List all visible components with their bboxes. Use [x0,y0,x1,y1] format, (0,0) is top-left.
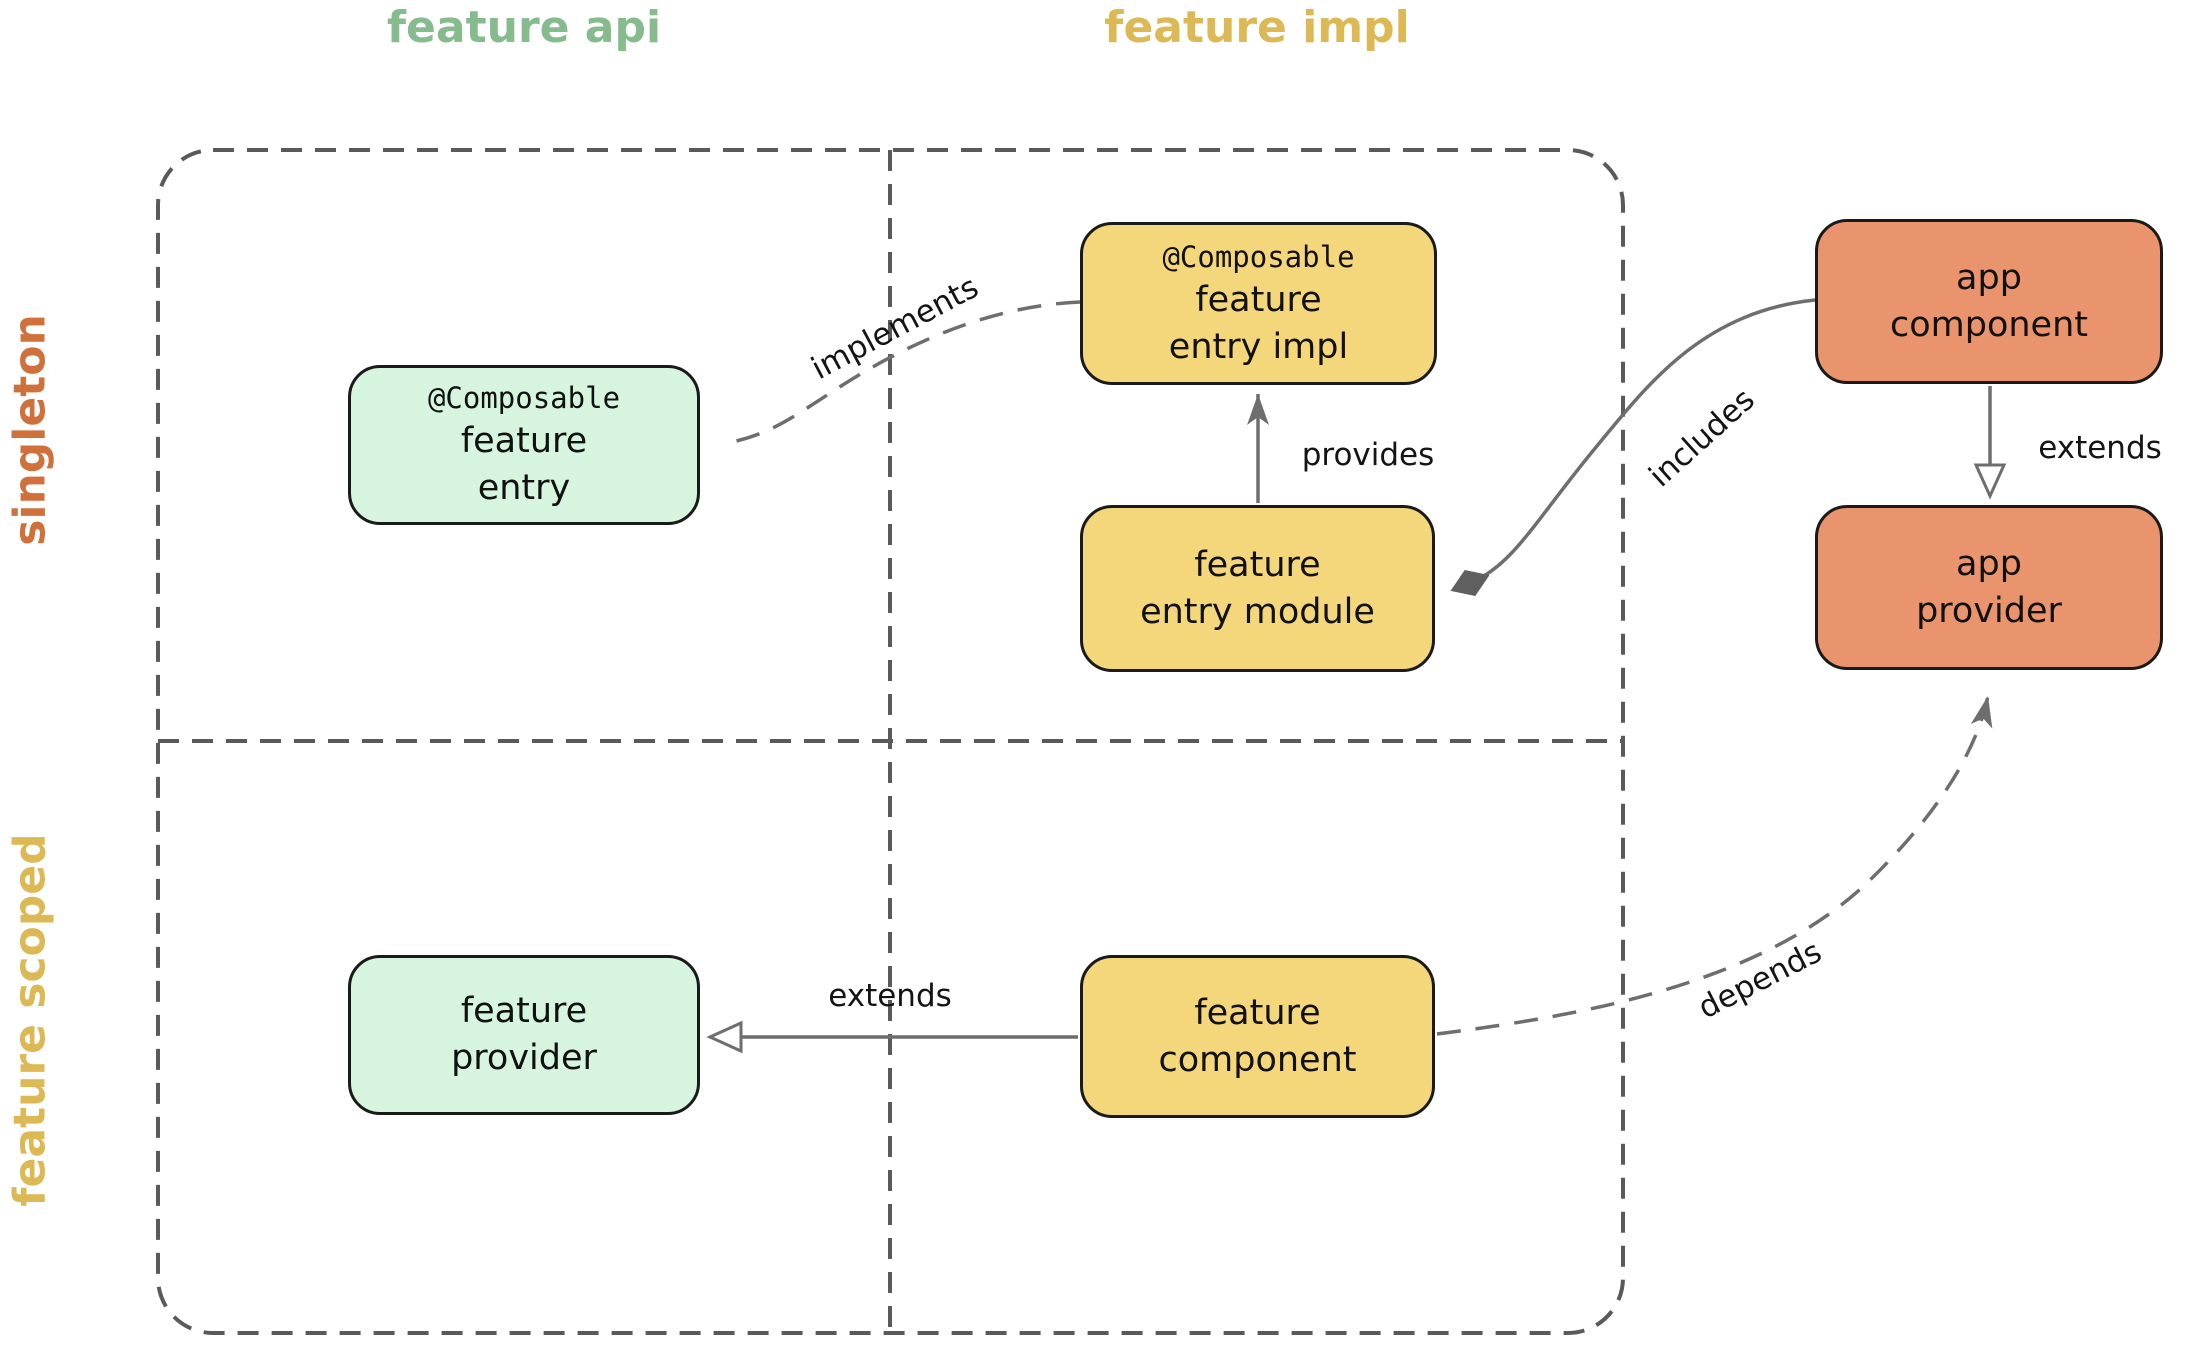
node-label: entry impl [1168,326,1349,367]
node-feature-provider: feature provider [348,955,700,1115]
node-feature-entry: @Composable feature entry [348,365,700,525]
composable-annotation: @Composable [1162,239,1355,274]
node-feature-component: feature component [1080,955,1435,1118]
edge-label-provides: provides [1301,437,1435,473]
column-header-feature-impl: feature impl [1104,2,1410,53]
node-label: provider [1916,590,2062,631]
node-label: app [1956,257,2022,298]
node-label: app [1956,543,2022,584]
node-label: entry [477,468,571,508]
node-feature-entry-impl: @Composable feature entry impl [1080,222,1437,385]
composable-annotation: @Composable [427,381,621,415]
row-label-singleton: singleton [4,314,56,546]
node-label: feature [1195,279,1322,320]
edge-implements [721,300,1081,446]
column-header-feature-api: feature api [386,2,662,53]
node-app-component: app component [1815,219,2163,384]
row-label-feature-scoped: feature scoped [4,833,56,1207]
node-label: provider [451,1038,597,1078]
node-label: feature [460,991,588,1031]
node-app-provider: app provider [1815,505,2163,670]
node-label: feature [460,421,588,461]
edge-includes [1450,298,1816,596]
node-label: component [1158,1039,1357,1080]
node-feature-entry-module: feature entry module [1080,505,1435,672]
edge-label-extends-app: extends [2038,430,2162,466]
node-label: feature [1194,992,1321,1033]
edge-label-extends-feature: extends [828,978,952,1014]
node-label: feature [1194,544,1321,585]
node-label: component [1889,304,2088,345]
quadrant-grid [156,148,1625,1335]
node-label: entry module [1140,591,1375,632]
